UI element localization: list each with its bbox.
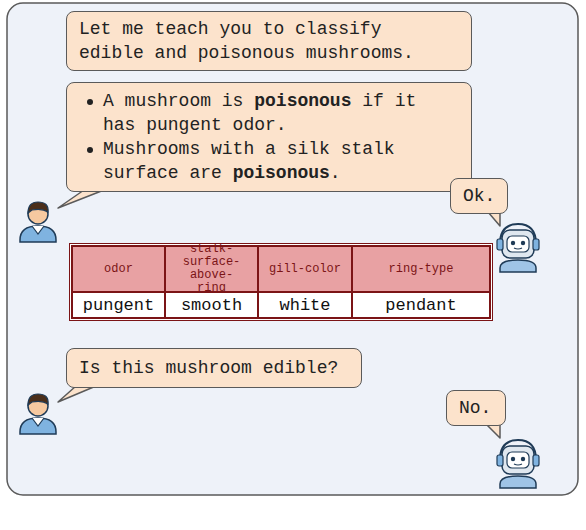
robot-icon	[497, 440, 539, 488]
message-text: Let me teach you to classify edible and …	[79, 17, 443, 65]
message-text: Ok.	[463, 184, 499, 208]
column-header: gill-color	[269, 263, 341, 276]
table-value-cell: pungent	[72, 292, 165, 318]
cell-value: pendant	[385, 296, 456, 315]
column-header: stalk-surface-above-ring	[176, 243, 247, 295]
table-header-cell: odor	[72, 246, 165, 292]
speech-bubble: Let me teach you to classify edible and …	[66, 11, 472, 71]
column-header: ring-type	[389, 263, 454, 276]
robot-icon	[497, 224, 539, 272]
table-header-cell: gill-color	[258, 246, 352, 292]
bubble-tail	[58, 190, 104, 208]
bullet-text: A mushroom is poisonous if it has pungen…	[103, 89, 431, 137]
message-text: No.	[459, 396, 497, 420]
table-header-cell: ring-type	[352, 246, 490, 292]
table-value-cell: pendant	[352, 292, 490, 318]
chat-panel	[7, 3, 578, 495]
speech-bubble: Is this mushroom edible?	[66, 348, 362, 388]
speech-bubble: A mushroom is poisonous if it has pungen…	[66, 82, 472, 192]
table-header-cell: stalk-surface-above-ring	[165, 246, 258, 292]
cell-value: white	[279, 296, 330, 315]
message-text: Is this mushroom edible?	[79, 356, 353, 380]
speech-bubble: No.	[446, 390, 506, 426]
speech-bubble: Ok.	[450, 178, 508, 214]
human-icon	[20, 394, 56, 434]
feature-table: odor stalk-surface-above-ring gill-color ri…	[69, 243, 493, 321]
table-value-cell: smooth	[165, 292, 258, 318]
bullet-dot	[87, 147, 93, 153]
bubble-tail	[488, 212, 500, 226]
cell-value: pungent	[83, 296, 154, 315]
cell-value: smooth	[181, 296, 242, 315]
bubble-tail	[486, 424, 500, 438]
column-header: odor	[104, 263, 133, 276]
bullet-dot	[87, 99, 93, 105]
table-value-cell: white	[258, 292, 352, 318]
bubble-tail	[58, 386, 96, 402]
human-icon	[20, 202, 56, 242]
bullet-text: Mushrooms with a silk stalk surface are …	[103, 137, 431, 185]
